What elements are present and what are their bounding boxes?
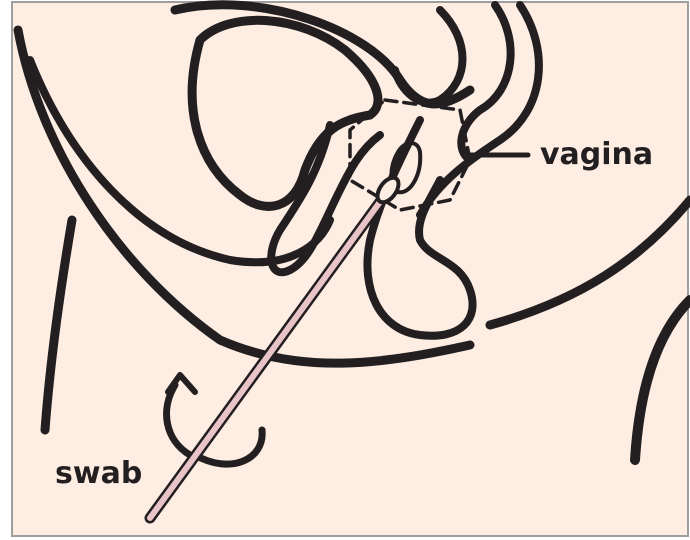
vagina-label: vagina [540, 137, 653, 172]
swab-label: swab [55, 456, 142, 491]
